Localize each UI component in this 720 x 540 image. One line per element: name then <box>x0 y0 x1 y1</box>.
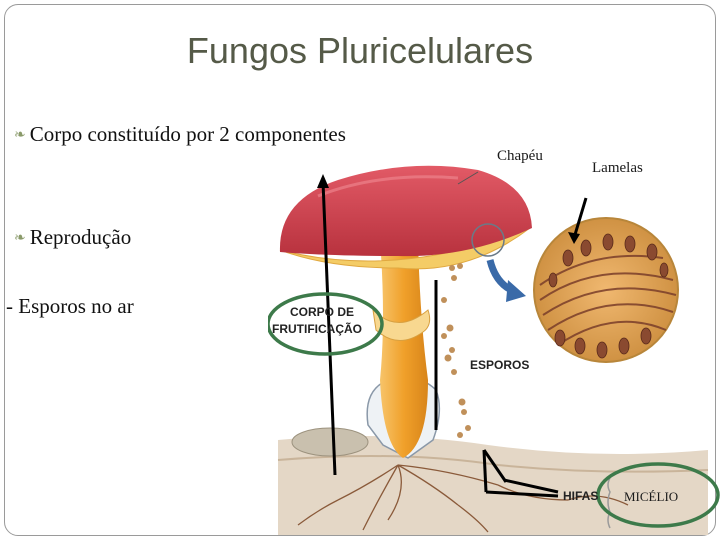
label-lamelas: Lamelas <box>592 160 643 176</box>
hyphae <box>297 464 629 533</box>
rock <box>291 427 369 457</box>
label-corpo-2: FRUTIFICAÇÃO <box>272 322 362 336</box>
label-esporos: ESPOROS <box>470 358 530 372</box>
label-corpo-1: CORPO DE <box>290 305 355 319</box>
mushroom-illustration <box>268 165 720 535</box>
bullet-body-components: ❧Corpo constituído por 2 componentes <box>14 122 346 147</box>
label-micelio: MICÉLIO <box>624 489 679 504</box>
bullet-text: Corpo constituído por 2 componentes <box>29 122 346 146</box>
bullet-reproduction: ❧Reprodução <box>14 225 131 250</box>
annotation-arrows <box>321 181 588 498</box>
spores <box>441 263 471 438</box>
label-hifas: HIFAS <box>563 489 599 503</box>
cap <box>279 165 532 257</box>
micelio-highlight <box>596 462 720 528</box>
sub-item-spores: - Esporos no ar <box>6 294 134 318</box>
stem <box>380 240 428 458</box>
ring <box>372 308 431 341</box>
magnifier-circle <box>471 223 505 257</box>
bullet-text: Reprodução <box>29 225 132 249</box>
soil <box>278 436 708 535</box>
label-chapeu: Chapéu <box>497 148 543 164</box>
corpo-highlight <box>268 292 384 356</box>
bullet-icon: ❧ <box>14 128 26 143</box>
slide-title: Fungos Pluricelulares <box>186 30 534 71</box>
bullet-icon: ❧ <box>14 231 26 246</box>
gills <box>279 227 531 270</box>
